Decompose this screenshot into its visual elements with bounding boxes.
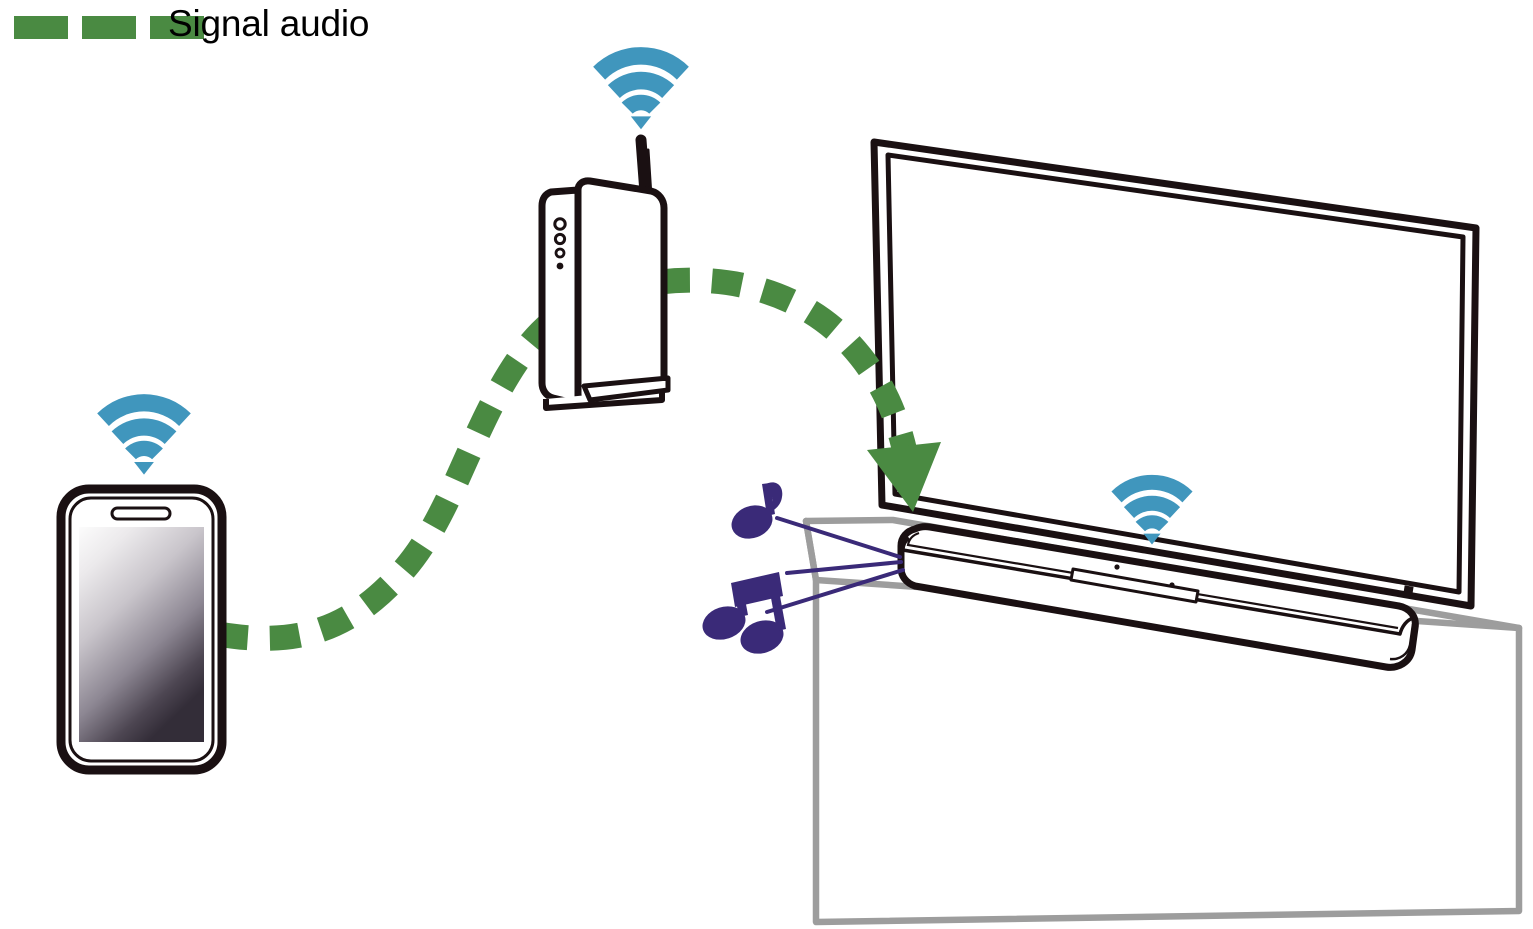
phone-screen	[79, 527, 204, 742]
router-led-2	[553, 232, 567, 246]
legend-swatch-2	[82, 16, 136, 39]
soundbar	[897, 523, 1419, 671]
legend-swatch-1	[14, 16, 68, 39]
sound-emission-rays	[765, 516, 905, 614]
soundbar-indicator-dot-1	[1114, 564, 1120, 570]
legend-label: Signal audio	[168, 3, 370, 44]
router-led-1	[553, 217, 567, 231]
router	[538, 134, 671, 411]
wifi-icon-smartphone	[97, 394, 191, 475]
router-led-3	[554, 247, 566, 259]
legend-swatches	[14, 16, 204, 39]
phone-earpiece	[110, 506, 172, 521]
legend-swatch-3	[150, 16, 204, 39]
soundbar-indicator-dot-2	[1169, 582, 1175, 588]
signal-path-router-to-soundbar	[658, 267, 941, 512]
smartphone	[56, 484, 227, 775]
signal-arrowhead	[867, 442, 941, 512]
music-note-beamed-pair	[702, 572, 786, 654]
router-led-4	[556, 262, 564, 270]
sound-ray-2	[785, 560, 903, 575]
sound-ray-1	[775, 516, 902, 559]
television	[870, 138, 1480, 610]
tv-indicator-nub	[1403, 585, 1414, 596]
sound-ray-3	[765, 568, 905, 614]
music-note-eighth	[731, 482, 783, 539]
wifi-icon-router	[593, 47, 689, 130]
